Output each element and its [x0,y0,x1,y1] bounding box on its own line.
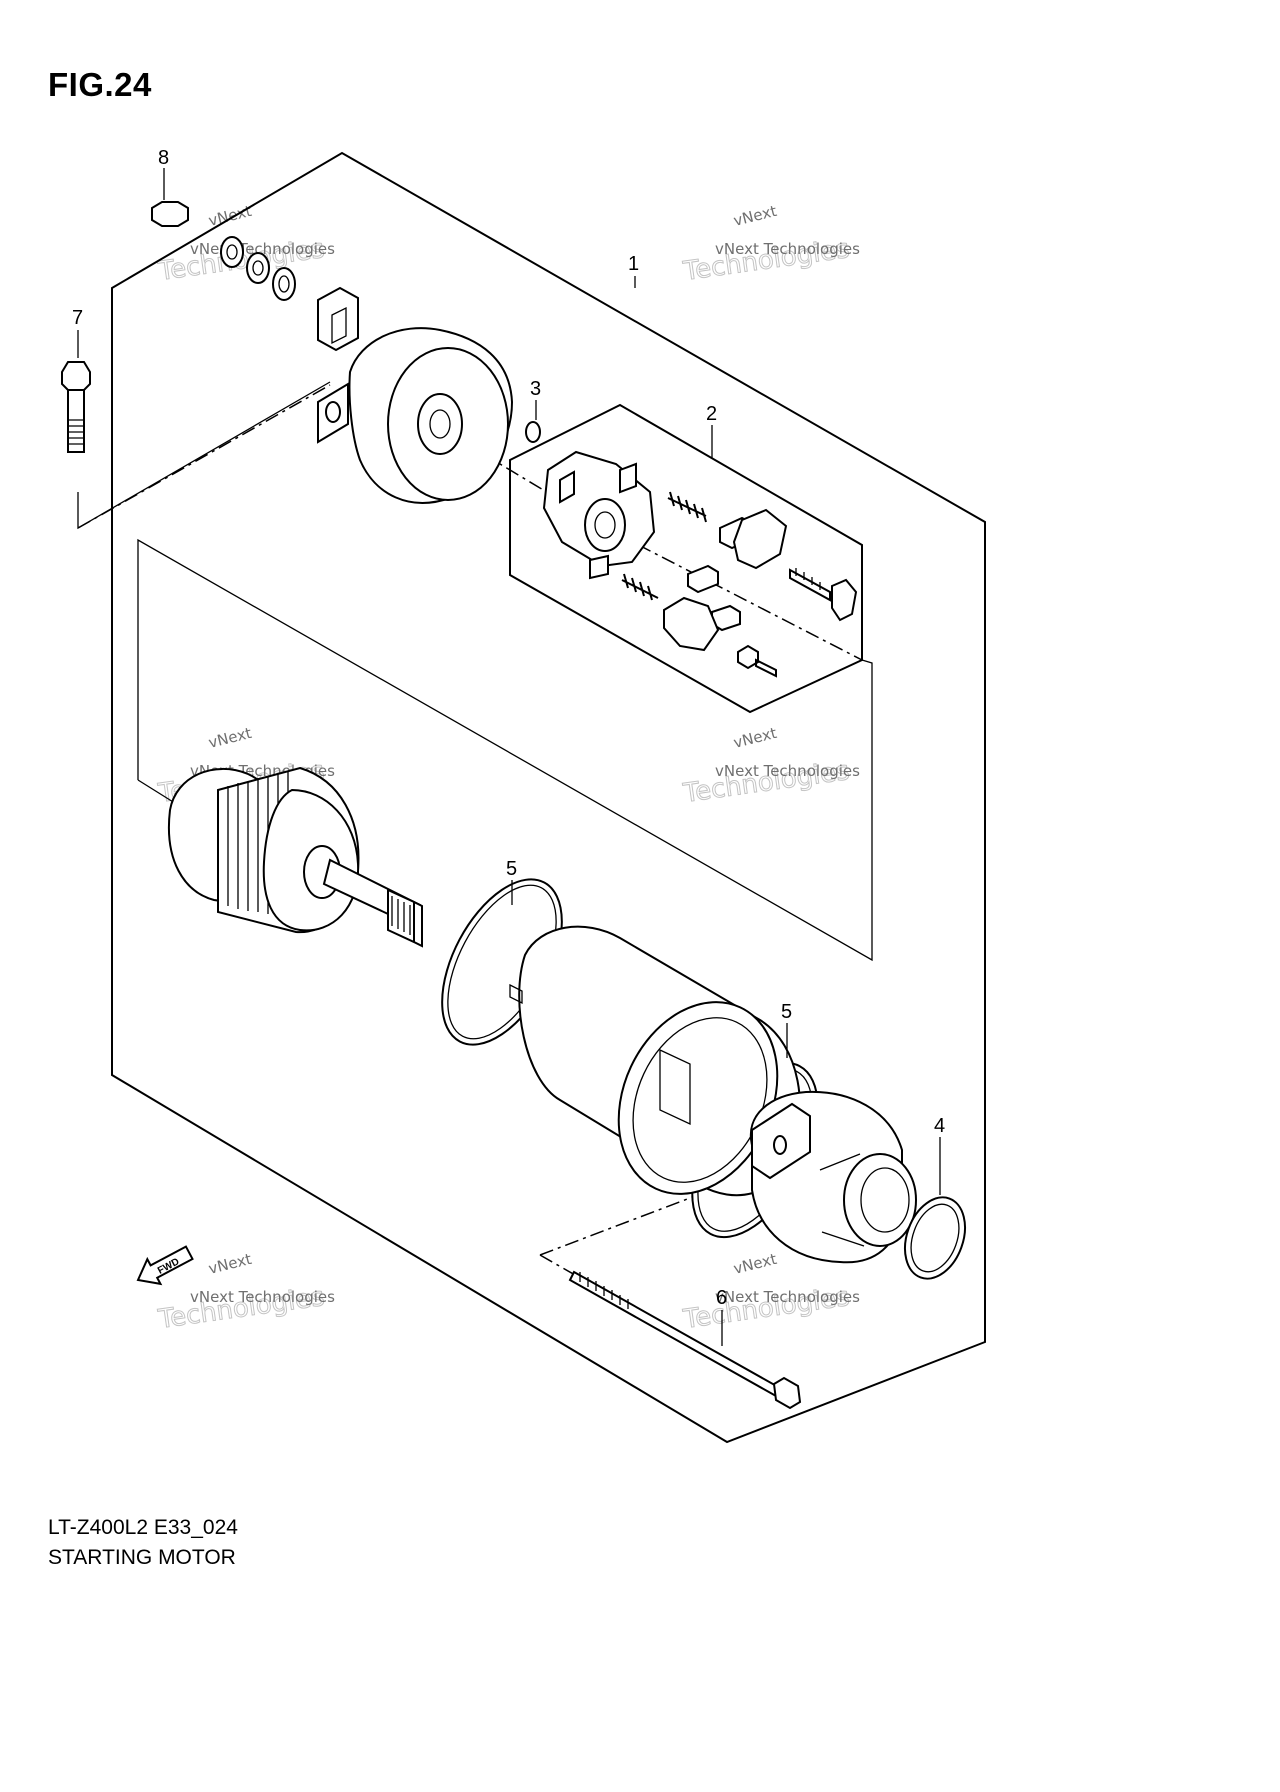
washer-3-hole [278,275,290,293]
brush-plate-center-hole [594,511,616,539]
callout-8: 8 [158,147,169,169]
armature-guide-lower [137,779,179,806]
rear-end-cover [317,327,514,504]
front-housing-ear-hole [773,1135,787,1155]
through-bolt-thread [579,1272,629,1309]
yoke-magnet [659,1048,691,1126]
pinion-gear [387,888,423,948]
brush-2 [687,564,719,594]
brush-holder-tab-1 [559,470,575,504]
armature [167,766,423,948]
washer-2 [246,252,270,284]
watermark-top-right: vNext Technologies vNext Technologies [680,202,860,288]
brush-holder-assembly [542,450,858,678]
callout-5b: 5 [781,1001,792,1023]
watermark-small-top: vNext [207,1250,254,1278]
front-housing [749,1090,917,1264]
callout-6: 6 [716,1287,727,1309]
washer-1 [220,236,244,268]
assembly-frame-outline [111,151,986,1444]
terminal-insulator [317,286,359,352]
terminal-insulator-body [317,286,359,352]
callout-1: 1 [628,253,639,275]
callout-4: 4 [934,1115,945,1137]
callout-3: 3 [530,378,541,400]
brush-holder-tab-3 [589,554,609,580]
terminal-insulator-face [331,306,347,345]
front-o-ring [904,1196,966,1280]
small-screw [737,644,777,678]
bolt-guide-outline [77,381,331,530]
cover-mount-hole [325,401,341,423]
yoke-locating-tab [509,983,523,1005]
spring-1 [667,491,707,523]
small-o-ring [525,421,541,443]
armature-guide-outline [137,538,873,962]
watermark-small-bottom: vNext Technologies [715,762,860,780]
watermark-small-top: vNext [207,202,254,230]
watermark-small-top: vNext [207,724,254,752]
figure-title: FIG.24 [48,66,152,103]
watermark-bottom-right: vNext Technologies vNext Technologies [680,1250,860,1336]
cover-bearing-boss [417,393,463,455]
watermark-small-bottom: vNext Technologies [190,1288,335,1306]
fwd-arrow-shape [136,1245,194,1286]
brush-center-axis [589,519,863,661]
upper-center-axis [77,384,331,529]
brush-holder-tab-2 [619,462,637,494]
watermark-small-bottom: vNext Technologies [715,1288,860,1306]
callout-7: 7 [72,307,83,329]
bolt-7-head [61,361,91,391]
front-o-ring-inner [910,1203,960,1273]
callout-5a: 5 [506,858,517,880]
brush-holder-frame-outline [509,403,863,714]
terminal-bolt [789,568,858,622]
washer-3 [272,267,296,301]
brush-plate-center [584,498,626,552]
flange-nut [151,201,189,227]
cover-bearing-bore [429,409,451,439]
washer-2-hole [252,260,264,276]
through-bolt-head [772,1376,802,1410]
watermark-mid-right: vNext Technologies vNext Technologies [680,724,860,810]
watermark-small-bottom: vNext Technologies [715,240,860,258]
nut-and-washers [151,201,296,301]
pinion-gear-teeth [391,896,411,935]
bolt-7-shank [67,389,85,453]
front-housing-nose-body [819,1153,865,1247]
washer-1-hole [226,244,238,260]
brush-lead-plate-lower [663,596,720,652]
watermark-small-top: vNext [732,202,779,230]
watermark-small-top: vNext [732,1250,779,1278]
bolt-7-thread [68,419,84,445]
terminal-bolt-thread [795,568,821,590]
front-housing-nose [843,1153,917,1247]
brush-lead-plate-upper [732,508,788,570]
fwd-direction-arrow: FWD [136,1245,194,1286]
through-bolt [568,1270,802,1410]
callout-labels: 1 2 3 4 5 5 6 7 8 [72,147,945,1309]
section-name-caption: STARTING MOTOR [48,1546,236,1569]
bolt-7 [61,361,91,453]
callout-2: 2 [706,403,717,425]
watermark-small-top: vNext [732,724,779,752]
front-housing-nose-inner [860,1167,910,1233]
spring-2 [621,573,659,601]
callout-leaders [77,168,941,1346]
model-code-caption: LT-Z400L2 E33_024 [48,1516,238,1539]
motor-yoke [509,925,801,1197]
